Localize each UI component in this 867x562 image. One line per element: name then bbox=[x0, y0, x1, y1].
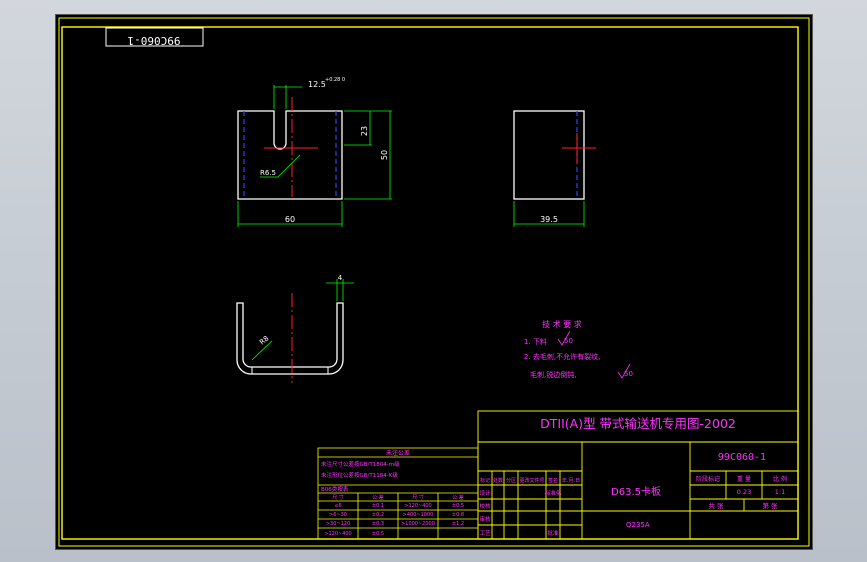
title-scale-label: 比 例 bbox=[773, 475, 787, 483]
title-weight: 0.23 bbox=[737, 488, 751, 496]
top-view: 4 R8 bbox=[236, 274, 354, 383]
tol-header-0: 尺 寸 bbox=[332, 494, 344, 501]
role-2: 审核 bbox=[479, 515, 491, 523]
title-scale: 1:1 bbox=[775, 488, 785, 496]
tol-cell-1-0: >6~30 bbox=[329, 512, 347, 518]
tol-header-3: 公 差 bbox=[452, 494, 464, 501]
roughness-value-2: 50 bbox=[624, 370, 633, 378]
tol-cell-2-2: >1000~2000 bbox=[401, 521, 435, 527]
rev-header-1: 处数 bbox=[493, 477, 503, 484]
side-view-outline bbox=[513, 110, 585, 200]
tol-cell-0-1: ±0.1 bbox=[372, 503, 384, 509]
title-drawing-no: 99C060-1 bbox=[718, 452, 766, 463]
title-sheet-total: 共 张 bbox=[708, 501, 724, 510]
title-block-header: DTII(A)型 带式输送机专用图-2002 bbox=[540, 416, 736, 431]
role-5: 批准 bbox=[547, 529, 559, 537]
tol-cells: 尺 寸 公 差 尺 寸 公 差 ≤6 ±0.1 >120~400 ±0.5 >6~30 ±0.2 >… bbox=[324, 494, 464, 537]
tol-header-1: 公 差 bbox=[372, 494, 384, 501]
dim-width-front: 60 bbox=[285, 215, 295, 224]
role-0: 设计 bbox=[479, 489, 491, 497]
leader-radius-top bbox=[277, 154, 301, 178]
title-material: Q235A bbox=[626, 521, 650, 529]
tech-req-line2: 2. 去毛刺,不允许有裂纹, bbox=[524, 352, 600, 361]
tol-note-3: B06类按表 bbox=[321, 485, 349, 493]
tech-requirements: 技 术 要 求 1. 下料 50 2. 去毛刺,不允许有裂纹, 毛刺,锐边倒钝,… bbox=[524, 319, 633, 379]
tol-cell-3-1: ±0.5 bbox=[372, 531, 384, 537]
dim-thickness: 4 bbox=[338, 274, 343, 282]
title-sheet-no: 第 张 bbox=[762, 501, 778, 510]
tol-cell-2-3: ±1.2 bbox=[452, 521, 464, 527]
title-stage: 阶段标记 bbox=[696, 475, 720, 483]
mirrored-number-box bbox=[105, 27, 204, 47]
mirrored-drawing-number: 99C060-1 bbox=[128, 34, 181, 47]
u-profile bbox=[236, 302, 344, 375]
title-part-name: D63.5卡板 bbox=[611, 485, 661, 498]
tolerance-table bbox=[317, 447, 479, 540]
outer-frame bbox=[58, 17, 810, 547]
rev-header-0: 标记 bbox=[480, 477, 490, 484]
tol-header-2: 尺 寸 bbox=[412, 494, 424, 501]
dim-height: 50 bbox=[380, 150, 389, 160]
tol-cell-3-0: >120~400 bbox=[324, 531, 351, 537]
rev-header-2: 分区 bbox=[506, 477, 516, 484]
leader-radius-bottom bbox=[251, 340, 273, 361]
dim-radius-top: R6.5 bbox=[260, 169, 276, 177]
tol-cell-1-1: ±0.2 bbox=[372, 512, 384, 518]
tol-cell-1-3: ±0.8 bbox=[452, 512, 464, 518]
rev-header-4: 签名 bbox=[548, 477, 558, 484]
title-weight-label: 重 量 bbox=[737, 475, 751, 483]
inner-frame bbox=[61, 26, 799, 540]
tech-req-title: 技 术 要 求 bbox=[542, 319, 582, 329]
roughness-value-1: 50 bbox=[564, 337, 573, 345]
role-4: 标准化 bbox=[545, 489, 562, 497]
mirrored-number-group: 99C060-1 bbox=[128, 34, 181, 47]
tol-cell-0-0: ≤6 bbox=[334, 503, 341, 509]
tech-req-line3: 毛刺,锐边倒钝, bbox=[530, 370, 576, 379]
tol-cell-0-2: >120~400 bbox=[404, 503, 431, 509]
dim-slot-tol: +0.28 0 bbox=[325, 77, 345, 83]
tol-title: 未注公差 bbox=[386, 449, 410, 457]
drawing-sheet: 99C060-1 12.5 +0.28 0 23 50 60 R6.5 bbox=[55, 14, 813, 550]
tol-cell-2-1: ±0.3 bbox=[372, 521, 384, 527]
rev-header-5: 年.月.日 bbox=[562, 477, 580, 484]
tol-cell-2-0: >30~120 bbox=[326, 521, 350, 527]
rev-header-3: 更改文件号 bbox=[519, 477, 544, 484]
tech-req-line1: 1. 下料 bbox=[524, 337, 547, 346]
tol-note-2: 未注形位公差按GB/T1184-K级 bbox=[321, 471, 398, 479]
front-view: 12.5 +0.28 0 23 50 60 R6.5 bbox=[237, 77, 392, 227]
side-view: 39.5 bbox=[513, 110, 596, 227]
cad-drawing: 99C060-1 12.5 +0.28 0 23 50 60 R6.5 bbox=[58, 17, 810, 547]
roughness-symbol-1 bbox=[557, 330, 571, 346]
front-view-outline bbox=[237, 110, 343, 200]
dim-slot-width: 12.5 bbox=[308, 80, 326, 89]
tol-cell-0-3: ±0.5 bbox=[452, 503, 464, 509]
roughness-symbol-2 bbox=[617, 363, 631, 379]
role-3: 工艺 bbox=[479, 530, 491, 537]
role-1: 校核 bbox=[479, 502, 491, 510]
dim-inner-depth: 23 bbox=[360, 126, 369, 136]
tol-note-1: 未注尺寸公差按GB/T1804-m级 bbox=[321, 460, 400, 468]
dim-width-side: 39.5 bbox=[540, 215, 558, 224]
tol-cell-1-2: >400~1000 bbox=[403, 512, 434, 518]
